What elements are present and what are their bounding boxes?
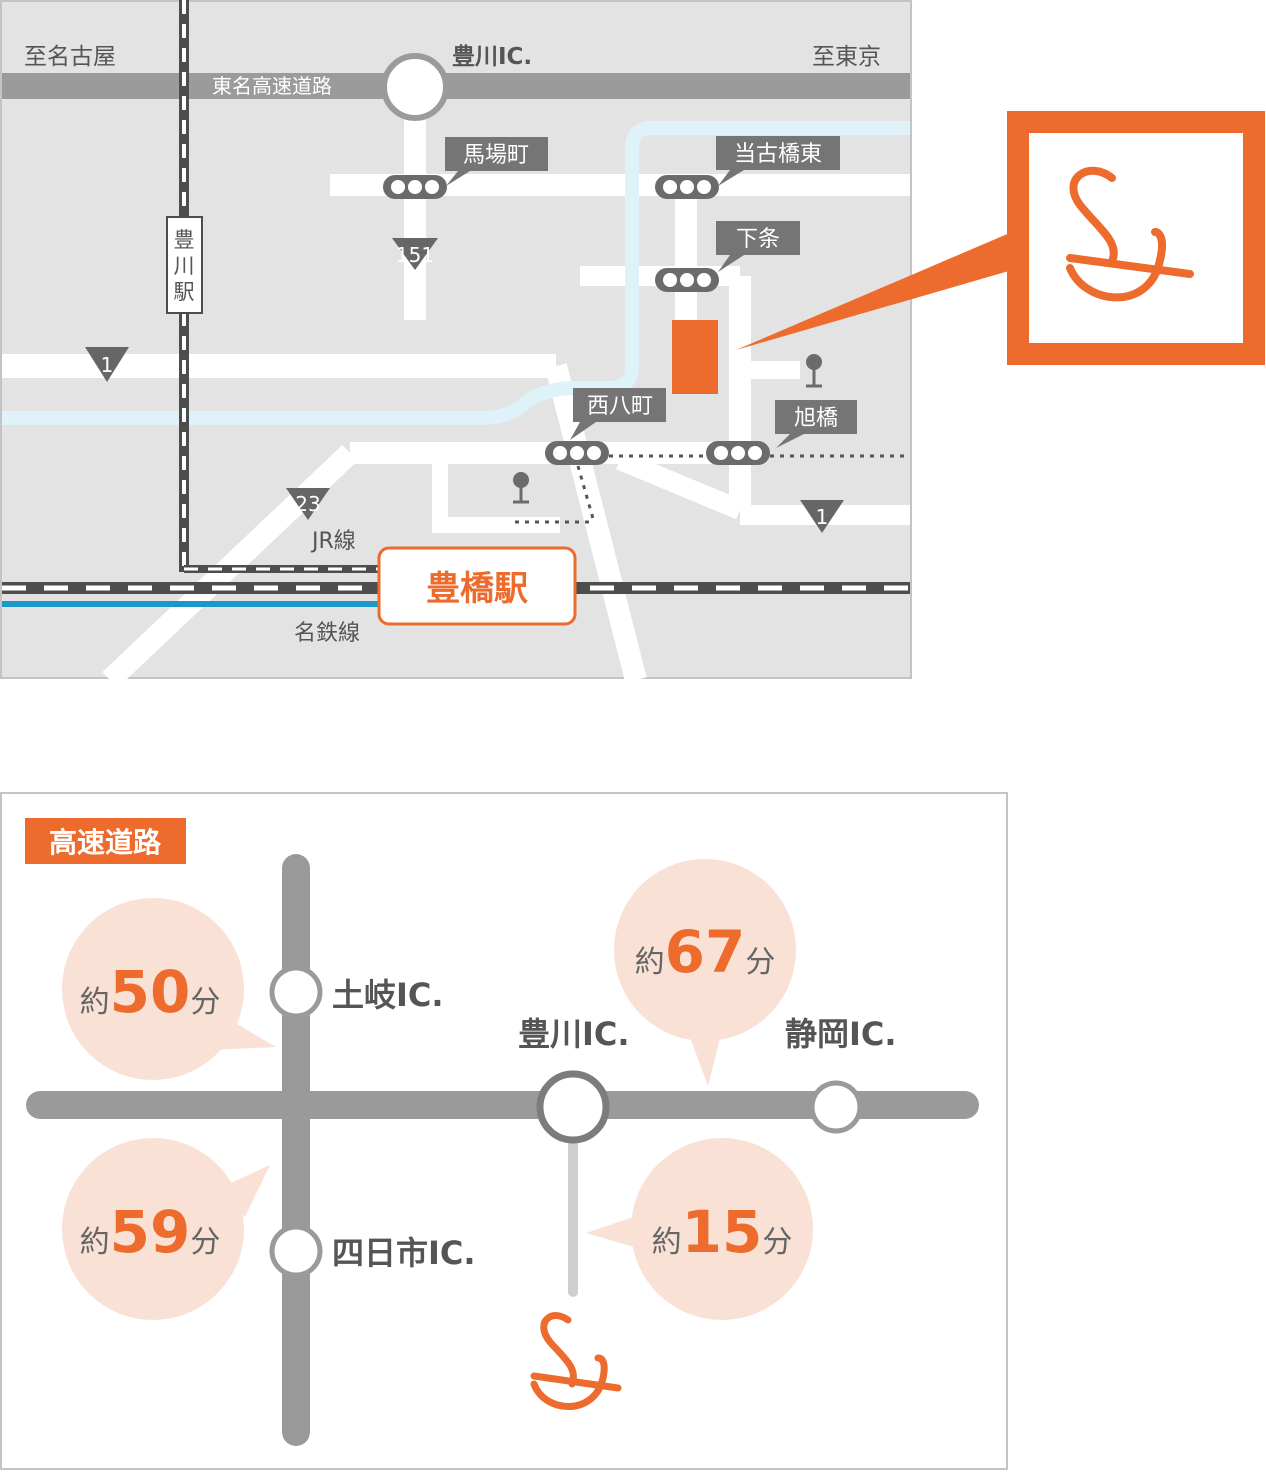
traffic-light-toukohashi-higashi xyxy=(655,175,719,199)
traffic-light-baba xyxy=(383,175,447,199)
direction-east: 至東京 xyxy=(812,44,881,70)
traffic-light-nishihatcho xyxy=(545,441,609,465)
expressway xyxy=(2,73,910,99)
callout-baba: 馬場町 xyxy=(445,137,548,186)
svg-text:1: 1 xyxy=(816,505,829,529)
callout-nishihatcho: 西八町 xyxy=(570,388,666,440)
station-char-3: 駅 xyxy=(174,280,195,304)
node-shizuoka xyxy=(809,1080,863,1134)
toyokawa-station-box xyxy=(166,216,203,314)
traffic-light-asahibashi xyxy=(706,441,770,465)
svg-text:151: 151 xyxy=(396,243,434,267)
pin-marker-east xyxy=(806,354,822,388)
label-shizuoka: 静岡IC. xyxy=(785,1015,897,1053)
travel-bubble-15: 約15分 xyxy=(586,1138,813,1320)
svg-text:下条: 下条 xyxy=(736,227,780,252)
label-yokkaichi: 四日市IC. xyxy=(332,1234,476,1272)
area-map: 東名高速道路 豊 川 駅 至名古屋 至東京 豊川IC. 151 1 23 1 xyxy=(0,0,1266,688)
label-toki: 土岐IC. xyxy=(332,976,444,1014)
callout-toukohashi-higashi: 当古橋東 xyxy=(716,136,840,186)
travel-bubble-50: 約50分 xyxy=(62,898,276,1080)
svg-text:23: 23 xyxy=(295,492,320,516)
svg-text:馬場町: 馬場町 xyxy=(463,143,529,168)
svg-text:約15分: 約15分 xyxy=(652,1198,793,1266)
interchange-label: 豊川IC. xyxy=(452,43,532,70)
station-char-2: 川 xyxy=(174,254,195,278)
access-map: 高速道路 約50分 約59分 約67分 約15分 土岐IC. xyxy=(0,792,1266,1472)
travel-bubble-59: 約59分 xyxy=(62,1138,270,1320)
travel-bubble-67: 約67分 xyxy=(614,859,796,1086)
route-151-sign: 151 xyxy=(392,238,438,270)
node-toki xyxy=(269,965,323,1019)
tram-dotted-lines xyxy=(515,454,905,524)
jr-line-label: JR線 xyxy=(310,529,356,554)
label-toyokawa: 豊川IC. xyxy=(518,1015,630,1053)
callout-shimojo: 下条 xyxy=(716,221,800,272)
category-badge xyxy=(25,818,186,864)
destination-marker xyxy=(672,320,718,394)
traffic-light-shimojo xyxy=(655,268,719,292)
svg-text:1: 1 xyxy=(101,353,114,377)
node-toyokawa xyxy=(536,1070,610,1144)
pin-marker-south xyxy=(513,472,529,504)
svg-text:約50分: 約50分 xyxy=(80,958,221,1026)
category-label: 高速道路 xyxy=(49,826,162,859)
callout-asahibashi: 旭橋 xyxy=(775,400,857,448)
svg-text:約67分: 約67分 xyxy=(635,918,776,986)
svg-text:当古橋東: 当古橋東 xyxy=(734,142,822,167)
route-1-sign-west: 1 xyxy=(85,347,129,382)
route-1-sign-east: 1 xyxy=(800,500,844,533)
main-station-label: 豊橋駅 xyxy=(426,569,528,609)
expressway-label: 東名高速道路 xyxy=(212,74,332,98)
route-23-sign: 23 xyxy=(286,488,330,520)
direction-west: 至名古屋 xyxy=(24,44,116,70)
node-yokkaichi xyxy=(269,1224,323,1278)
logo-mark xyxy=(1066,166,1194,302)
svg-text:旭橋: 旭橋 xyxy=(794,406,838,431)
access-map-svg: 高速道路 約50分 約59分 約67分 約15分 土岐IC. xyxy=(0,792,1008,1470)
access-background xyxy=(0,792,1008,1470)
destination-pointer xyxy=(736,220,1040,350)
logo-callout-box xyxy=(1007,111,1265,365)
main-station-box xyxy=(377,546,577,626)
interchange-marker xyxy=(381,53,449,121)
station-char-1: 豊 xyxy=(174,228,195,252)
svg-text:約59分: 約59分 xyxy=(80,1198,221,1266)
destination-logo-mark xyxy=(530,1312,622,1410)
svg-text:西八町: 西八町 xyxy=(587,394,653,419)
meitetsu-line-label: 名鉄線 xyxy=(294,621,360,646)
area-map-svg: 東名高速道路 豊 川 駅 至名古屋 至東京 豊川IC. 151 1 23 1 xyxy=(0,0,1265,688)
